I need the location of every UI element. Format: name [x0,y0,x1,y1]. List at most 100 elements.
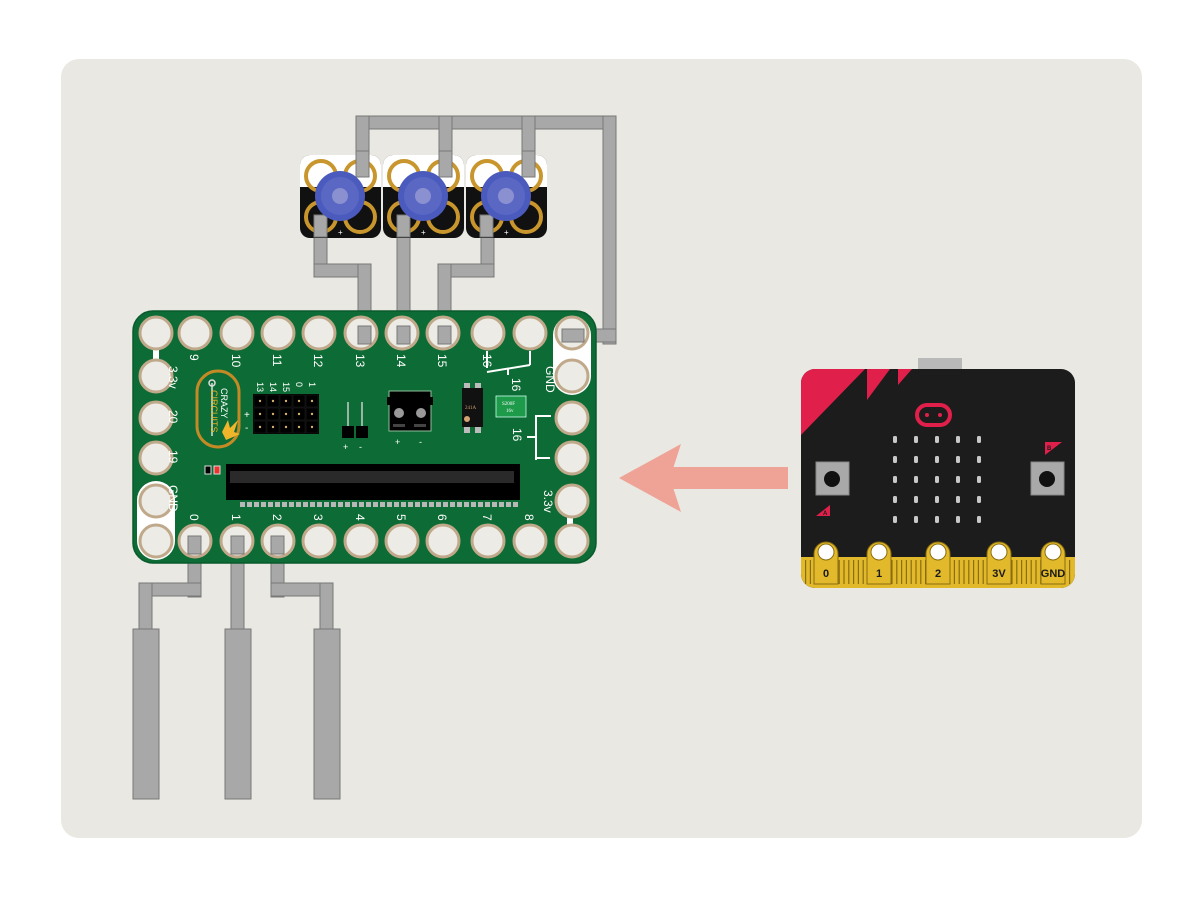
button-b-label: B [1047,446,1052,452]
slot-contact [394,502,399,507]
edge-contact [953,560,955,584]
label-20: 20 [166,410,180,424]
pad-bottom-0[interactable] [138,523,174,559]
slot-contact [380,502,385,507]
jumper-plus: + [343,442,348,452]
slot-contact [317,502,322,507]
slot-contact [268,502,273,507]
pad-left-0[interactable] [138,358,174,394]
edge-contact [1016,560,1018,584]
edge-contact [968,560,970,584]
pad-top-4[interactable] [301,315,337,351]
wire-end-1 [357,325,372,345]
slot-contact [471,502,476,507]
slot-contact [464,502,469,507]
edge-pin-label: GND [1041,568,1066,580]
edge-pin-0[interactable]: 0 [813,541,839,585]
slot-contact [492,502,497,507]
pad-bottom-5[interactable] [343,523,379,559]
pad-right-0[interactable] [554,358,590,394]
matrix-led [893,516,897,523]
pad-top-9[interactable] [512,315,548,351]
label-bottom-5: 5 [394,514,408,521]
button-b[interactable] [1030,461,1065,496]
matrix-led [977,476,981,483]
terminal-block: + - [387,390,433,447]
pad-right-2[interactable] [554,440,590,476]
arrow-head [619,444,681,512]
fuse-line2: 16v [506,409,514,414]
pad-top-3[interactable] [260,315,296,351]
matrix-led [956,436,960,443]
pad-left-1[interactable] [138,400,174,436]
edge-contact [891,560,893,584]
matrix-led [977,516,981,523]
pad-top-0[interactable] [138,315,174,351]
slot-contact [436,502,441,507]
pad-bottom-4[interactable] [301,523,337,559]
label-16-top: 16 [509,378,523,392]
edge-pin-2[interactable]: 2 [925,541,951,585]
pad-bottom-7[interactable] [425,523,461,559]
pad-top-8[interactable] [470,315,506,351]
header-pin [258,412,262,416]
header-pin [271,412,275,416]
indicator-red [213,465,221,475]
matrix-led [914,476,918,483]
edge-contact [1021,560,1023,584]
pad-bottom-10[interactable] [554,523,590,559]
slot-contact [331,502,336,507]
slot-contact [401,502,406,507]
slot-contact [443,502,448,507]
terminal-minus: - [419,437,422,447]
edge-pin-GND[interactable]: GND [1040,541,1066,585]
header-label-15: 15 [281,382,291,392]
edge-contact [963,560,965,584]
wire-e1-c [138,582,153,631]
pad-left-2[interactable] [138,440,174,476]
led-wire-out [313,214,328,238]
pad-left-3[interactable] [138,483,174,519]
pad-right-1[interactable] [554,400,590,436]
slot-contact [457,502,462,507]
pad-bottom-6[interactable] [384,523,420,559]
pad-bottom-8[interactable] [470,523,506,559]
header-pin [284,412,288,416]
label-bottom-3: 3 [311,514,325,521]
slot-contact [478,502,483,507]
matrix-led [956,516,960,523]
edge-contact [1069,560,1071,584]
button-a[interactable] [815,461,850,496]
pads [138,315,590,559]
header-pin [284,399,288,403]
header-pin [310,399,314,403]
edge-contact [915,560,917,584]
led-wire-out [396,214,411,238]
led-polarity: + [504,228,509,237]
indicator-black [204,465,212,475]
matrix-led [914,516,918,523]
header-pin [310,425,314,429]
slot-contact [485,502,490,507]
pad-top-1[interactable] [177,315,213,351]
slot-contact [422,502,427,507]
led-wire-in [355,150,370,178]
edge-pin-1[interactable]: 1 [866,541,892,585]
header-pin [271,399,275,403]
edge-contact [862,560,864,584]
pad-bottom-9[interactable] [512,523,548,559]
edge-pin-3V[interactable]: 3V [986,541,1012,585]
matrix-led [956,456,960,463]
header-pin [297,399,301,403]
jumper-minus: - [359,442,362,452]
slot-contact [289,502,294,507]
matrix-led [914,496,918,503]
label-bottom-6: 6 [435,514,449,521]
edge-contact [973,560,975,584]
pad-right-3[interactable] [554,483,590,519]
pad-top-2[interactable] [219,315,255,351]
header-label-14: 14 [268,382,278,392]
